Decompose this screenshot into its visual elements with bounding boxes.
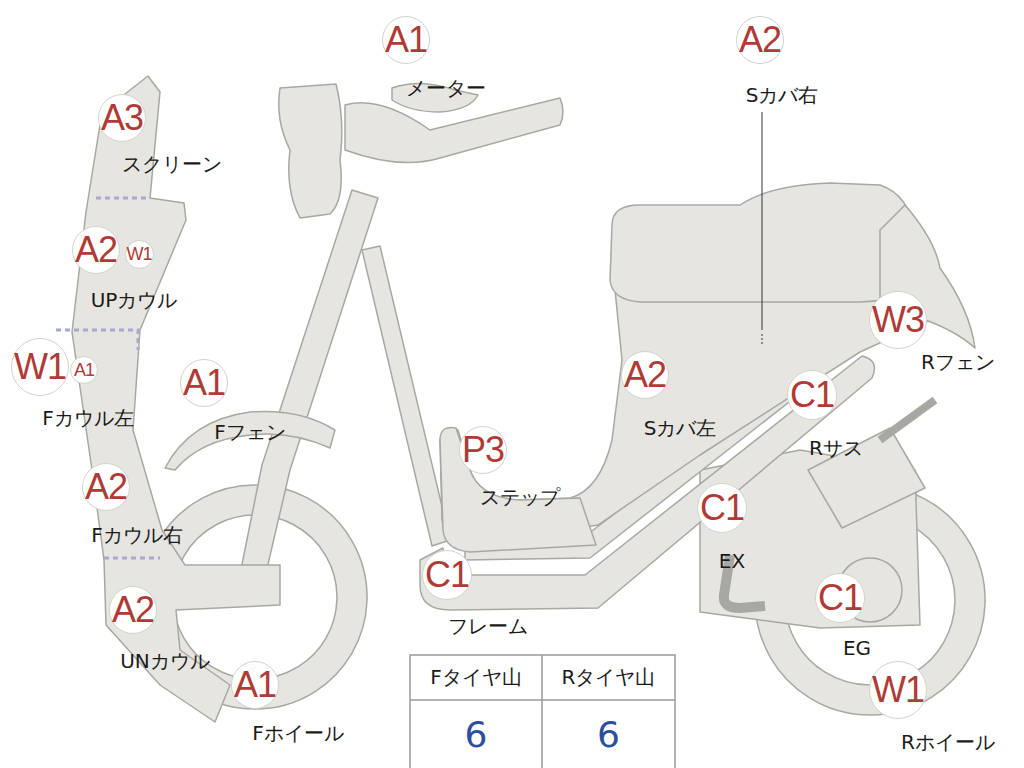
part-name: Fカウル左: [42, 407, 134, 429]
damage-callout: C1フレーム: [422, 550, 472, 600]
part-name: UPカウル: [91, 289, 178, 311]
damage-callout: P3ステップ: [459, 426, 507, 474]
damage-callout: A1: [70, 356, 98, 384]
damage-code: A2: [75, 232, 117, 268]
damage-code: W1: [127, 245, 152, 263]
damage-code: A2: [85, 469, 127, 505]
tread-depth: 6: [410, 700, 542, 768]
part-name: Rホイール: [901, 731, 995, 753]
front-fender: [165, 411, 335, 470]
table-header: Rタイヤ山: [542, 655, 675, 700]
table-header: Fタイヤ山: [410, 655, 542, 700]
shock-rod: [880, 400, 935, 440]
callout-circle: A2: [109, 586, 157, 634]
damage-callout: W3Rフェン: [869, 291, 927, 349]
part-name: Sカバ右: [746, 84, 819, 106]
damage-callout: W1Fカウル左: [11, 338, 69, 396]
part-name: スクリーン: [122, 153, 222, 175]
step: [440, 428, 596, 553]
damage-code: W1: [872, 672, 924, 708]
callout-circle: A1: [180, 359, 228, 407]
callout-circle: C1: [787, 370, 837, 420]
callout-circle: W3: [869, 291, 927, 349]
damage-callout: A3スクリーン: [98, 94, 146, 142]
damage-callout: A2Fカウル右: [82, 463, 130, 511]
damage-callout: W1Rホイール: [869, 661, 927, 719]
leader-line-end: [762, 334, 763, 346]
callout-circle: P3: [459, 426, 507, 474]
damage-code: A1: [234, 667, 276, 703]
damage-code: A1: [74, 361, 94, 379]
part-name: EX: [719, 550, 745, 572]
damage-code: A3: [101, 100, 143, 136]
side-cover: [440, 285, 930, 545]
callout-circle: A1: [231, 661, 279, 709]
damage-callout: A1メーター: [382, 16, 430, 64]
seat: [610, 183, 920, 302]
callout-circle: A3: [98, 94, 146, 142]
damage-code: A2: [624, 357, 666, 393]
damage-callout: A2Sカバ左: [621, 351, 669, 399]
handle-grip: [279, 84, 342, 218]
damage-callout: A2Sカバ右: [736, 16, 784, 64]
damage-callout: C1EG: [815, 573, 865, 623]
front-cowl: [72, 76, 280, 722]
callout-circle: W1: [125, 240, 154, 269]
part-name: Sカバ左: [644, 417, 717, 439]
callout-circle: A1: [382, 16, 430, 64]
damage-callout: C1Rサス: [787, 370, 837, 420]
damage-code: W1: [14, 349, 66, 385]
down-tube: [362, 246, 450, 546]
damage-callout: C1EX: [697, 483, 747, 533]
damage-code: C1: [700, 490, 744, 526]
tread-depth: 6: [542, 700, 675, 768]
table-rule: [410, 655, 675, 768]
damage-code: C1: [790, 377, 834, 413]
callout-circle: W1: [869, 661, 927, 719]
damage-callout: A2UNカウル: [109, 586, 157, 634]
part-name: Rフェン: [921, 351, 995, 373]
damage-code: A2: [739, 22, 781, 58]
callout-circle: C1: [697, 483, 747, 533]
damage-code: A1: [183, 365, 225, 401]
part-name: Fフェン: [214, 421, 286, 443]
callout-circle: A2: [736, 16, 784, 64]
cowl-seam: [96, 197, 150, 200]
callout-circle: W1: [11, 338, 69, 396]
callout-circle: A2: [621, 351, 669, 399]
damage-code: A1: [385, 22, 427, 58]
cowl-seam: [104, 557, 160, 560]
part-name: Fカウル右: [91, 524, 183, 546]
callout-circle: A2: [82, 463, 130, 511]
rear-shock: [808, 428, 925, 528]
damage-callout: A1Fホイール: [231, 661, 279, 709]
table-frame: [410, 655, 675, 768]
damage-code: C1: [425, 557, 469, 593]
callout-circle: C1: [422, 550, 472, 600]
cowl-seam: [56, 330, 138, 350]
callout-circle: A2: [72, 226, 120, 274]
damage-callout: W1: [125, 240, 154, 269]
damage-code: W3: [872, 302, 924, 338]
callout-circle: A1: [70, 356, 98, 384]
part-name: メーター: [406, 77, 486, 99]
damage-code: C1: [818, 580, 862, 616]
part-name: Rサス: [809, 437, 863, 459]
leader-line: [762, 112, 763, 330]
part-name: Fホイール: [252, 722, 344, 744]
damage-code: P3: [462, 432, 504, 468]
damage-code: A2: [112, 592, 154, 628]
part-name: フレーム: [448, 615, 528, 637]
callout-circle: C1: [815, 573, 865, 623]
damage-callout: A1Fフェン: [180, 359, 228, 407]
front-fork: [238, 190, 378, 590]
damage-callout: A2UPカウル: [72, 226, 120, 274]
part-name: UNカウル: [120, 650, 210, 672]
part-name: EG: [843, 637, 871, 659]
part-name: ステップ: [480, 486, 560, 508]
